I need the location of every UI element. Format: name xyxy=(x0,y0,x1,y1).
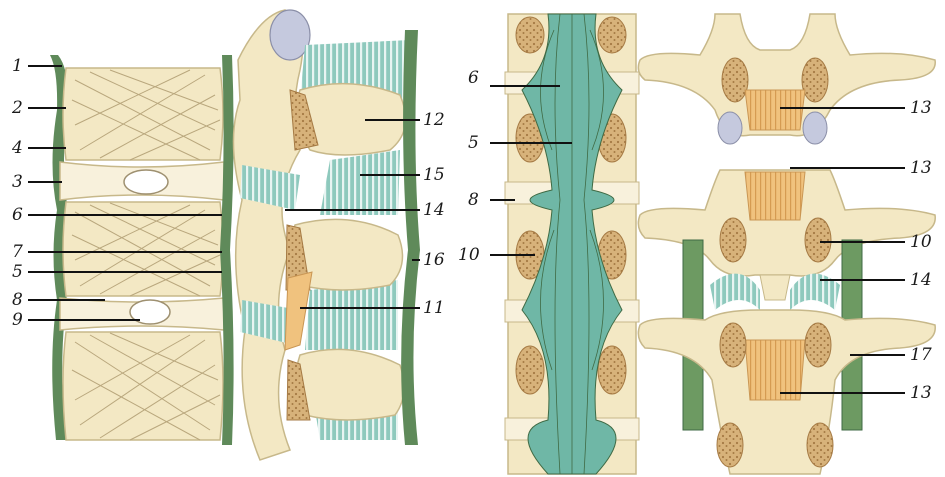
vertebral-body-lower xyxy=(63,332,223,440)
vertebral-body-middle xyxy=(63,202,223,296)
label-13-top: 13 xyxy=(910,98,932,118)
label-12: 12 xyxy=(423,110,445,130)
middle-panel-posterior xyxy=(505,14,639,474)
label-7: 7 xyxy=(12,242,23,262)
label-13-bottom: 13 xyxy=(910,383,932,403)
label-10-middle: 10 xyxy=(458,245,480,265)
interspinous-ligament-middle xyxy=(320,150,400,215)
label-15: 15 xyxy=(423,165,445,185)
facet-cartilage-top xyxy=(270,10,310,60)
label-8-left: 8 xyxy=(12,290,23,310)
intervertebral-disc-upper xyxy=(60,162,224,200)
label-11: 11 xyxy=(423,298,445,318)
label-13-second: 13 xyxy=(910,158,932,178)
label-14-left: 14 xyxy=(423,200,445,220)
label-16: 16 xyxy=(423,250,445,270)
label-1: 1 xyxy=(12,56,23,76)
label-14-right: 14 xyxy=(910,270,932,290)
label-5-middle: 5 xyxy=(468,133,479,153)
label-9: 9 xyxy=(12,310,23,330)
label-4: 4 xyxy=(11,138,23,158)
label-2: 2 xyxy=(11,98,23,118)
label-6-middle: 6 xyxy=(468,68,479,88)
label-6-left: 6 xyxy=(12,205,23,225)
label-17: 17 xyxy=(910,345,932,365)
nucleus-pulposus-upper xyxy=(124,170,168,194)
vertebral-body-upper xyxy=(63,68,223,160)
label-8-middle: 8 xyxy=(468,190,479,210)
label-3: 3 xyxy=(12,172,23,192)
spinous-process-lower xyxy=(296,349,404,420)
label-5-left: 5 xyxy=(12,262,23,282)
intervertebral-disc-lower xyxy=(60,298,224,330)
label-10-right: 10 xyxy=(910,232,932,252)
